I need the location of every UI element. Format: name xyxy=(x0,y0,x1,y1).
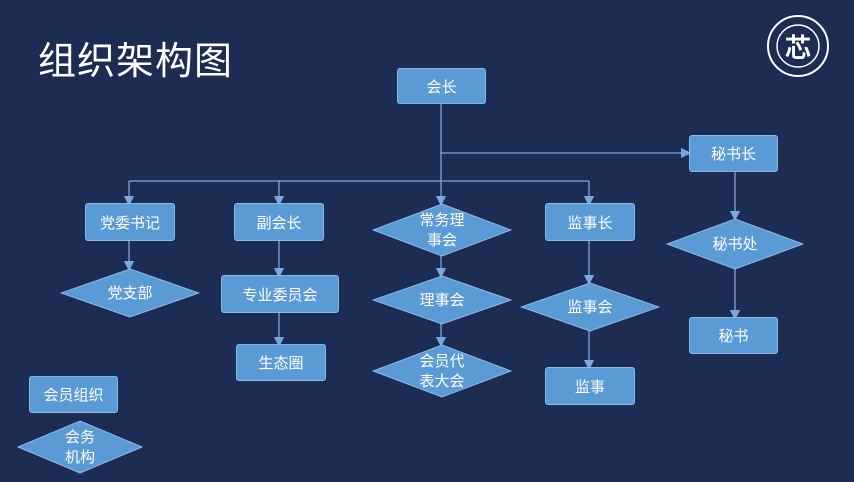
node-party-branch-label: 党支部 xyxy=(107,284,153,302)
node-council: 理事会 xyxy=(372,275,512,325)
node-party-secretary: 党委书记 xyxy=(85,203,175,241)
node-member-congress-line2: 表大会 xyxy=(419,372,465,390)
node-party-branch: 党支部 xyxy=(60,268,200,318)
page-title: 组织架构图 xyxy=(38,39,234,83)
node-member-congress-line1: 会员代 xyxy=(419,352,465,370)
node-affairs-line1: 会务 xyxy=(64,428,95,446)
node-affairs-line2: 机构 xyxy=(64,448,95,466)
node-secretariat-label: 秘书处 xyxy=(712,235,758,253)
node-secretary-general: 秘书长 xyxy=(689,135,778,172)
logo-emblem-icon xyxy=(767,15,829,77)
node-secretary: 秘书 xyxy=(689,317,778,354)
node-supervisor: 监事 xyxy=(545,367,635,405)
node-board-of-supervisors-label: 监事会 xyxy=(567,298,613,316)
node-vice-president: 副会长 xyxy=(234,203,324,241)
node-supervisor-chief: 监事长 xyxy=(545,203,635,241)
node-member-congress: 会员代 表大会 xyxy=(372,344,512,398)
node-expert-committee: 专业委员会 xyxy=(221,275,339,313)
association-logo: 芯 xyxy=(766,14,830,78)
node-standing-council-line1: 常务理 xyxy=(419,211,465,229)
node-ecosystem: 生态圈 xyxy=(236,344,326,381)
logo-text: 芯 xyxy=(784,33,811,64)
node-president: 会长 xyxy=(397,68,486,104)
node-standing-council-line2: 事会 xyxy=(426,231,457,249)
node-member-org: 会员组织 xyxy=(29,376,118,413)
node-secretariat: 秘书处 xyxy=(666,218,804,270)
node-affairs: 会务 机构 xyxy=(17,420,143,474)
node-standing-council: 常务理 事会 xyxy=(372,203,512,257)
node-board-of-supervisors: 监事会 xyxy=(520,282,660,332)
node-council-label: 理事会 xyxy=(419,291,465,309)
